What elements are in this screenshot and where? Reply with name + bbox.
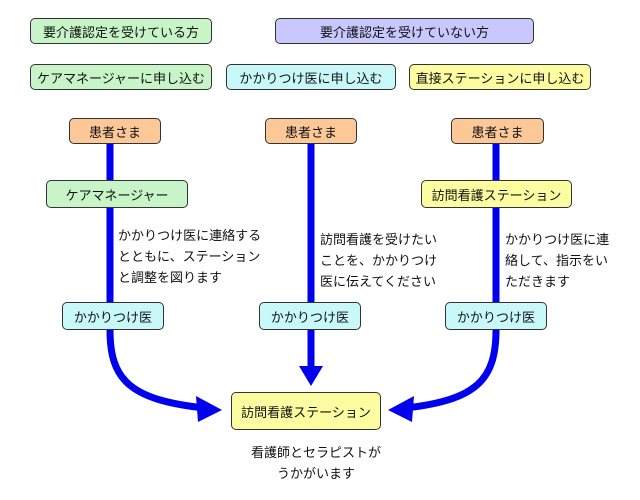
- route-family-doctor: かかりつけ医に申し込む: [226, 64, 396, 90]
- care-manager-note: かかりつけ医に連絡する とともに、ステーション と調整を図ります: [118, 229, 262, 286]
- final-note: 看護師とセラピストが うかがいます: [250, 446, 381, 482]
- doctor-note: 訪問看護を受けたい ことを、かかりつけ 医に伝えてください: [320, 233, 438, 290]
- patient-box-center: 患者さま: [265, 118, 357, 144]
- route-care-manager: ケアマネージャーに申し込む: [30, 64, 212, 90]
- route-station-direct: 直接ステーションに申し込む: [409, 64, 591, 90]
- doctor-box-right: かかりつけ医: [445, 302, 547, 330]
- doctor-box-center: かかりつけ医: [259, 302, 361, 330]
- station-box: 訪問看護ステーション: [421, 180, 572, 208]
- final-station-box: 訪問看護ステーション: [231, 392, 381, 430]
- certified-header: 要介護認定を受けている方: [30, 18, 212, 44]
- patient-box-left: 患者さま: [69, 118, 161, 144]
- care-manager-box: ケアマネージャー: [46, 180, 188, 208]
- right-arrowhead: [388, 396, 414, 422]
- left-arrowhead: [196, 396, 222, 422]
- not-certified-header: 要介護認定を受けていない方: [275, 18, 534, 44]
- station-note: かかりつけ医に連 絡して、指示をい ただきます: [505, 233, 610, 290]
- right-flow-line: [405, 140, 500, 412]
- doctor-box-left: かかりつけ医: [62, 302, 164, 330]
- left-flow-line: [106, 140, 206, 412]
- patient-box-right: 患者さま: [451, 118, 544, 144]
- center-arrowhead: [299, 366, 323, 386]
